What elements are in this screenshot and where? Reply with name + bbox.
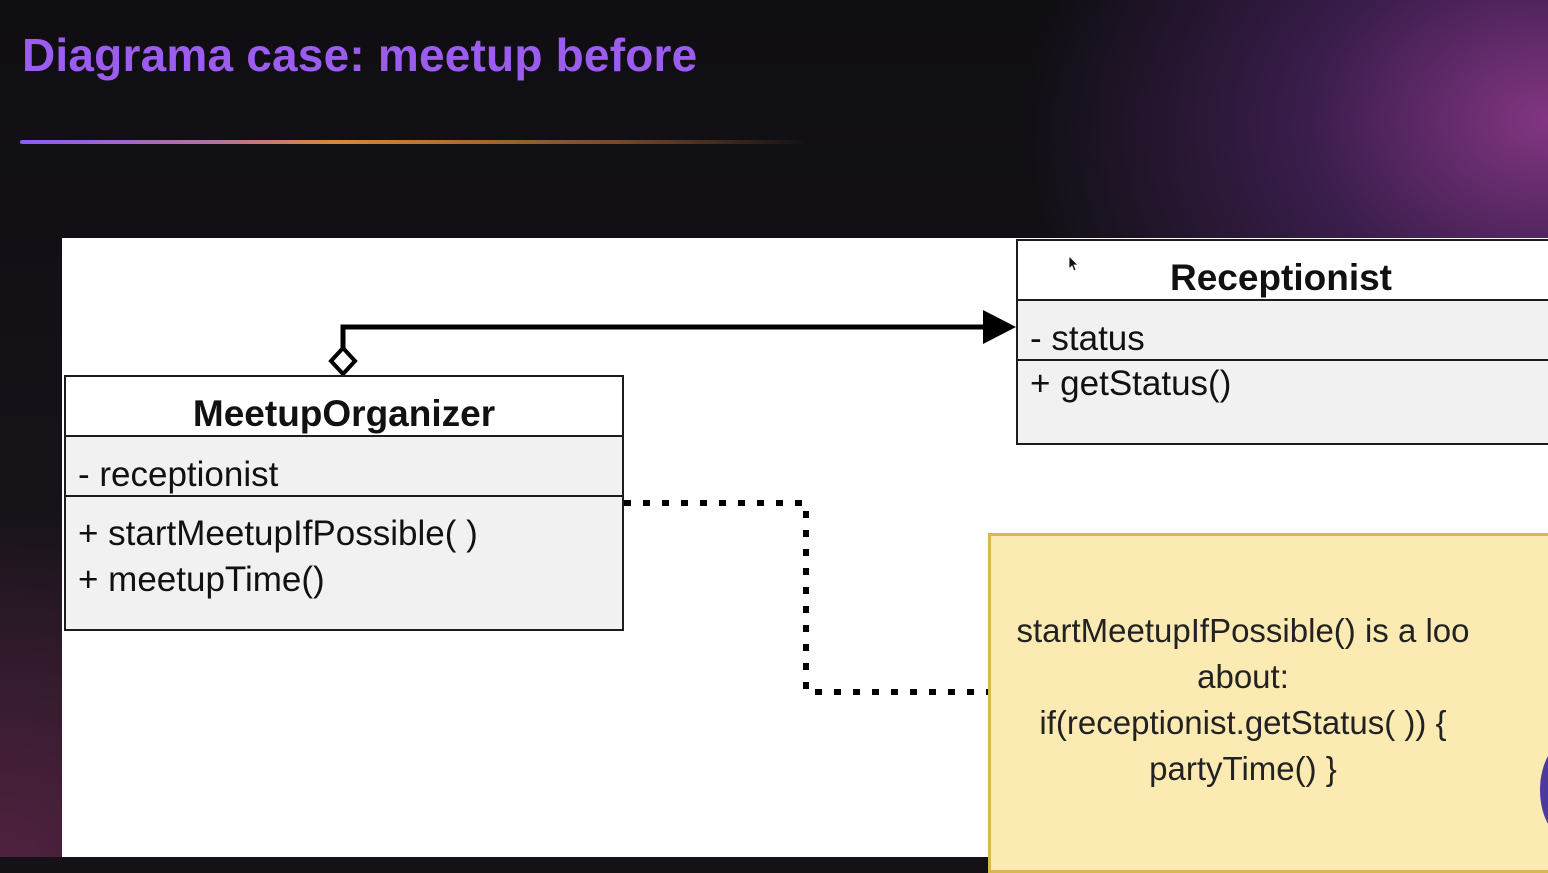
class-methods: + getStatus() <box>1018 361 1548 407</box>
class-method: + startMeetupIfPossible( ) <box>78 514 478 553</box>
note-box[interactable]: startMeetupIfPossible() is a loo about: … <box>988 533 1548 873</box>
note-dotted-line <box>624 500 988 695</box>
class-receptionist[interactable]: Receptionist - status + getStatus() <box>1016 239 1548 445</box>
note-line: startMeetupIfPossible() is a loo <box>1016 612 1470 649</box>
note-line: about: <box>1197 658 1289 695</box>
class-name: MeetupOrganizer <box>66 377 622 437</box>
class-methods: + startMeetupIfPossible( ) + meetupTime(… <box>66 497 622 603</box>
aggregation-arrowhead <box>983 310 1016 344</box>
class-name: Receptionist <box>1018 241 1548 301</box>
presenter-avatar-edge <box>1540 740 1548 840</box>
note-line: partyTime() } <box>1149 750 1337 787</box>
slide-title: Diagrama case: meetup before <box>22 29 698 81</box>
aggregation-diamond <box>328 345 358 377</box>
mouse-cursor-icon <box>1069 256 1079 272</box>
class-method: + getStatus() <box>1030 364 1232 403</box>
title-underline <box>20 140 810 144</box>
note-line: if(receptionist.getStatus( )) { <box>1039 704 1447 741</box>
class-attribute: - receptionist <box>66 437 622 497</box>
aggregation-line <box>340 324 985 350</box>
class-attribute: - status <box>1018 301 1548 361</box>
class-method: + meetupTime() <box>78 560 325 599</box>
class-meetup-organizer[interactable]: MeetupOrganizer - receptionist + startMe… <box>64 375 624 631</box>
